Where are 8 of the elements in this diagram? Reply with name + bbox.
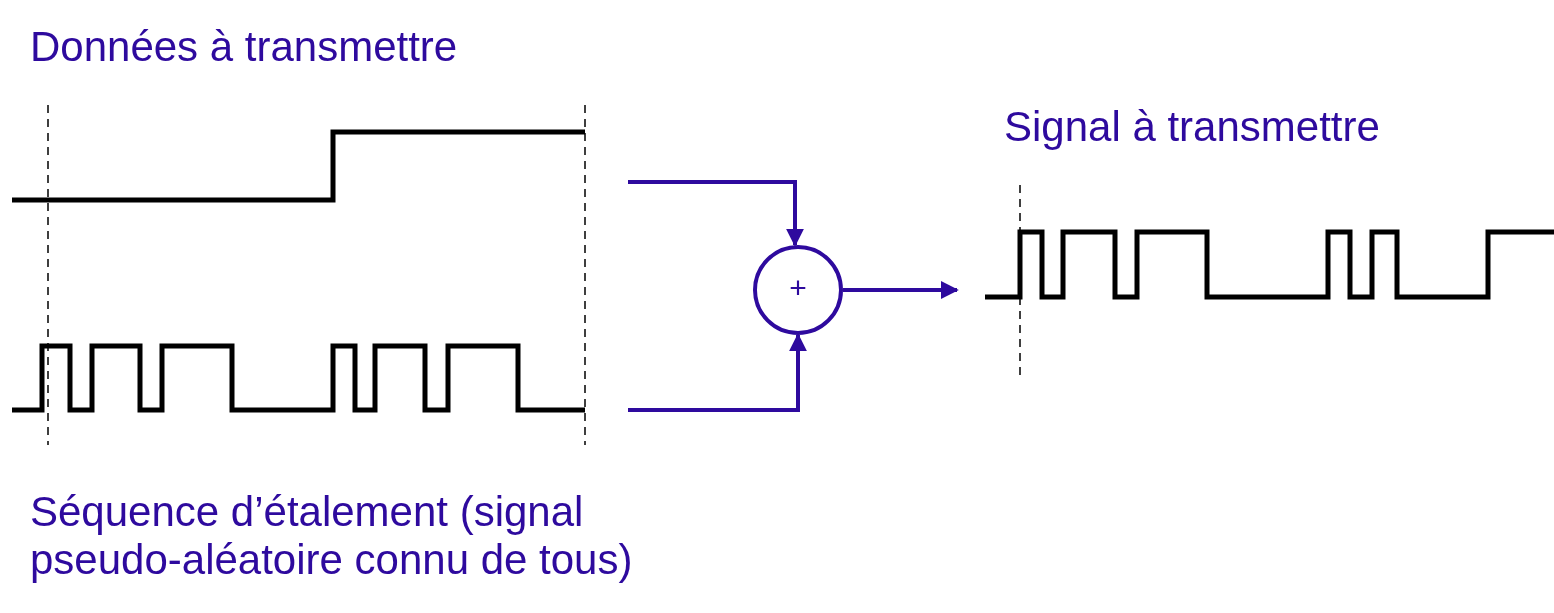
summing-circle	[753, 245, 843, 335]
operator-symbol: +	[789, 270, 807, 307]
arrow	[628, 180, 804, 247]
arrow	[843, 281, 959, 299]
signal-label: Données à transmettre	[30, 22, 458, 72]
signal-label: Signal à transmettre	[1004, 102, 1380, 152]
signal-label: Séquence d’étalement (signal pseudo-aléatoire connu de tous)	[30, 488, 634, 584]
arrow	[628, 333, 807, 412]
